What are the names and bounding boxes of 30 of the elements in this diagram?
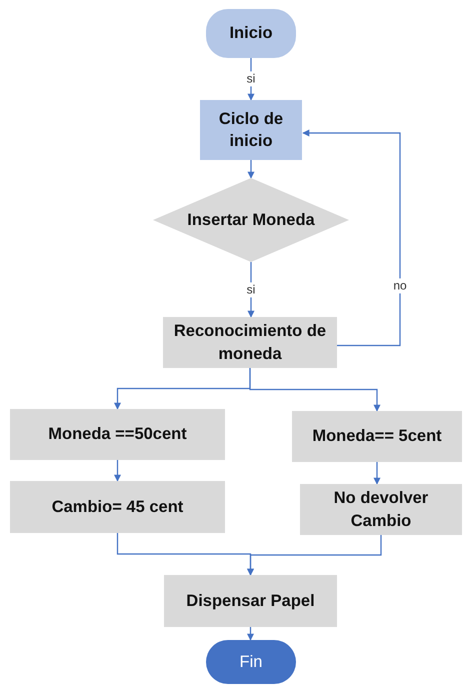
node-label: Inicio bbox=[229, 23, 273, 44]
process-box bbox=[164, 575, 337, 627]
arrow bbox=[249, 368, 380, 412]
edge-label: si bbox=[244, 282, 258, 298]
process-box bbox=[10, 481, 225, 533]
node-label: Cambio= 45 cent bbox=[52, 496, 184, 518]
node-label: No devolver Cambio bbox=[332, 488, 430, 532]
start-terminal bbox=[206, 9, 296, 58]
arrow bbox=[114, 460, 121, 482]
process-box bbox=[200, 100, 302, 160]
end-terminal bbox=[206, 640, 296, 684]
edge-label: no bbox=[391, 278, 409, 294]
arrow bbox=[247, 627, 254, 641]
node-label: Dispensar Papel bbox=[186, 590, 315, 612]
arrow bbox=[247, 535, 382, 576]
decision-diamond bbox=[153, 178, 349, 262]
arrow bbox=[374, 462, 380, 485]
process-box bbox=[163, 317, 337, 368]
node-label: Moneda ==50cent bbox=[48, 424, 187, 446]
process-box bbox=[10, 409, 225, 460]
node-label: Insertar Moneda bbox=[187, 210, 315, 231]
process-box bbox=[300, 484, 462, 535]
edge-label: si bbox=[244, 71, 258, 87]
arrow bbox=[302, 130, 401, 346]
node-label: Ciclo de inicio bbox=[218, 108, 284, 152]
process-box bbox=[292, 411, 462, 462]
node-label: Moneda== 5cent bbox=[312, 426, 442, 448]
node-label: Fin bbox=[240, 652, 262, 673]
node-label: Reconocimiento de moneda bbox=[172, 321, 328, 364]
arrow bbox=[248, 160, 254, 179]
